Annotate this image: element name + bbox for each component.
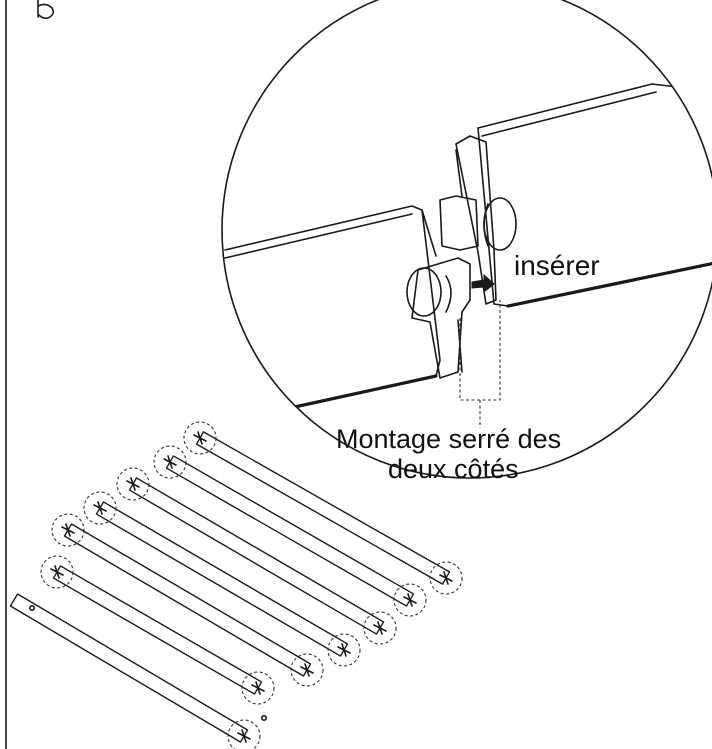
slat-1-joint-marker-2	[429, 561, 463, 595]
slat-4-tab-1	[93, 501, 107, 515]
slat-5-joint-marker-1	[51, 513, 85, 547]
slat-2	[165, 455, 415, 607]
slat-5-tab-1	[61, 523, 75, 537]
slat-1-joint-marker-1	[183, 421, 217, 455]
slat-hole-1	[28, 604, 35, 611]
magnifier-circle	[221, 0, 712, 479]
detail-magnifier	[221, 0, 712, 479]
slat-3-tab-2	[373, 621, 387, 635]
slat-1-tab-1	[193, 431, 207, 445]
slat-6-tab-2	[251, 681, 265, 695]
slat-4-joint-marker-1	[83, 491, 117, 525]
insert-arrow	[471, 273, 495, 294]
slat-4	[95, 501, 349, 657]
slat-2-tab-2	[403, 593, 417, 607]
fit-bracket	[459, 300, 501, 401]
left-board	[224, 205, 441, 410]
slat-7-joint-marker-1	[227, 719, 261, 749]
slat-5	[63, 523, 312, 677]
slat-stack	[9, 421, 463, 749]
header-glyph-fragment	[37, 0, 55, 19]
slat-1	[195, 431, 451, 585]
slat-7	[9, 593, 249, 743]
slat-6	[52, 565, 263, 695]
slat-hole-2	[260, 714, 267, 721]
slat-3	[128, 477, 385, 635]
slat-2-joint-marker-2	[393, 583, 427, 617]
slat-3-joint-marker-1	[116, 467, 150, 501]
slat-5-joint-marker-2	[290, 653, 324, 687]
slat-3-joint-marker-2	[363, 611, 397, 645]
slat-4-tab-2	[337, 643, 351, 657]
left-knob	[406, 267, 442, 317]
slat-7-tab-1	[237, 729, 251, 743]
fit-label-line2: deux côtés	[388, 454, 519, 484]
fit-label-line1: Montage serré des	[336, 424, 561, 454]
right-tab	[439, 135, 517, 305]
right-knob	[483, 197, 517, 251]
insert-label: insérer	[514, 250, 600, 281]
slat-3-tab-1	[126, 477, 140, 491]
slat-2-joint-marker-1	[153, 445, 187, 479]
slat-4-joint-marker-2	[327, 633, 361, 667]
slat-5-tab-2	[300, 663, 314, 677]
slat-2-tab-1	[163, 455, 177, 469]
slat-1-tab-2	[439, 571, 453, 585]
slat-6-joint-marker-2	[241, 671, 275, 705]
slat-6-tab-1	[50, 565, 64, 579]
slat-6-joint-marker-1	[40, 555, 74, 589]
